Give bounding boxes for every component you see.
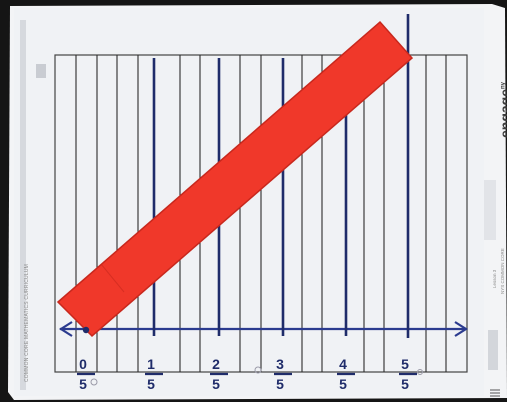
fraction-denominator: 5 <box>212 376 220 392</box>
engage-ny-logo: engageny <box>497 81 507 138</box>
pencil-marks <box>90 366 423 386</box>
fraction-denominator: 5 <box>147 376 155 392</box>
origin-dot <box>82 326 90 334</box>
header-badge <box>36 64 46 78</box>
fraction-numerator: 4 <box>339 356 347 372</box>
footer-bars-icon <box>490 389 500 397</box>
fraction-numerator: 0 <box>79 356 87 372</box>
footer-logo-block <box>488 330 498 370</box>
footer-lesson-text: Lesson 3 <box>492 269 497 288</box>
fraction-numerator: 5 <box>401 356 409 372</box>
fraction-denominator: 5 <box>79 376 87 392</box>
footer-band <box>484 180 496 240</box>
fraction-label: 55 <box>399 356 417 392</box>
fraction-numerator: 2 <box>212 356 220 372</box>
header-band <box>20 20 26 390</box>
fraction-denominator: 5 <box>276 376 284 392</box>
fraction-label: 45 <box>337 356 355 392</box>
fraction-denominator: 5 <box>339 376 347 392</box>
fraction-label: 15 <box>145 356 163 392</box>
fraction-label: 35 <box>274 356 292 392</box>
fraction-denominator: 5 <box>401 376 409 392</box>
number-line <box>58 321 469 337</box>
fraction-label: 05 <box>77 356 95 392</box>
header-text: COMMON CORE MATHEMATICS CURRICULUM <box>24 263 30 382</box>
grid-lines <box>75 55 447 372</box>
fraction-numerator: 3 <box>276 356 284 372</box>
fraction-numerator: 1 <box>147 356 155 372</box>
fraction-label: 25 <box>210 356 228 392</box>
footer-common-core-text: NYS COMMON CORE <box>500 248 505 294</box>
red-ruler-strip <box>56 20 414 338</box>
